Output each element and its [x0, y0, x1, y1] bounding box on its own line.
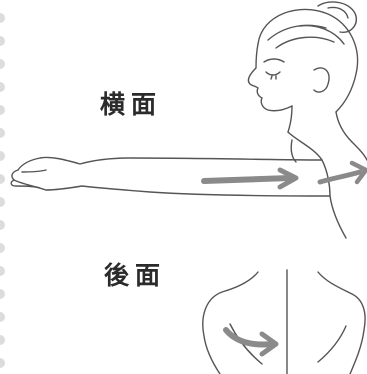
- right-shoulder-outline: [318, 272, 365, 374]
- left-shoulder-outline: [203, 272, 258, 374]
- curved-arrow-right-icon: [226, 330, 276, 354]
- back-view-label: 後面: [104, 263, 166, 288]
- shoulder-back: [288, 132, 330, 196]
- neck: [288, 106, 292, 132]
- side-view-label: 横面: [100, 92, 162, 117]
- closed-eye: [266, 72, 280, 75]
- right-scapula: [318, 326, 346, 362]
- arrow-right-icon: [204, 170, 296, 187]
- ear: [314, 68, 329, 92]
- back-view-figure: [203, 270, 365, 374]
- face-profile: [248, 44, 292, 111]
- side-view-figure: [11, 2, 367, 238]
- outstretched-arm: [18, 157, 322, 170]
